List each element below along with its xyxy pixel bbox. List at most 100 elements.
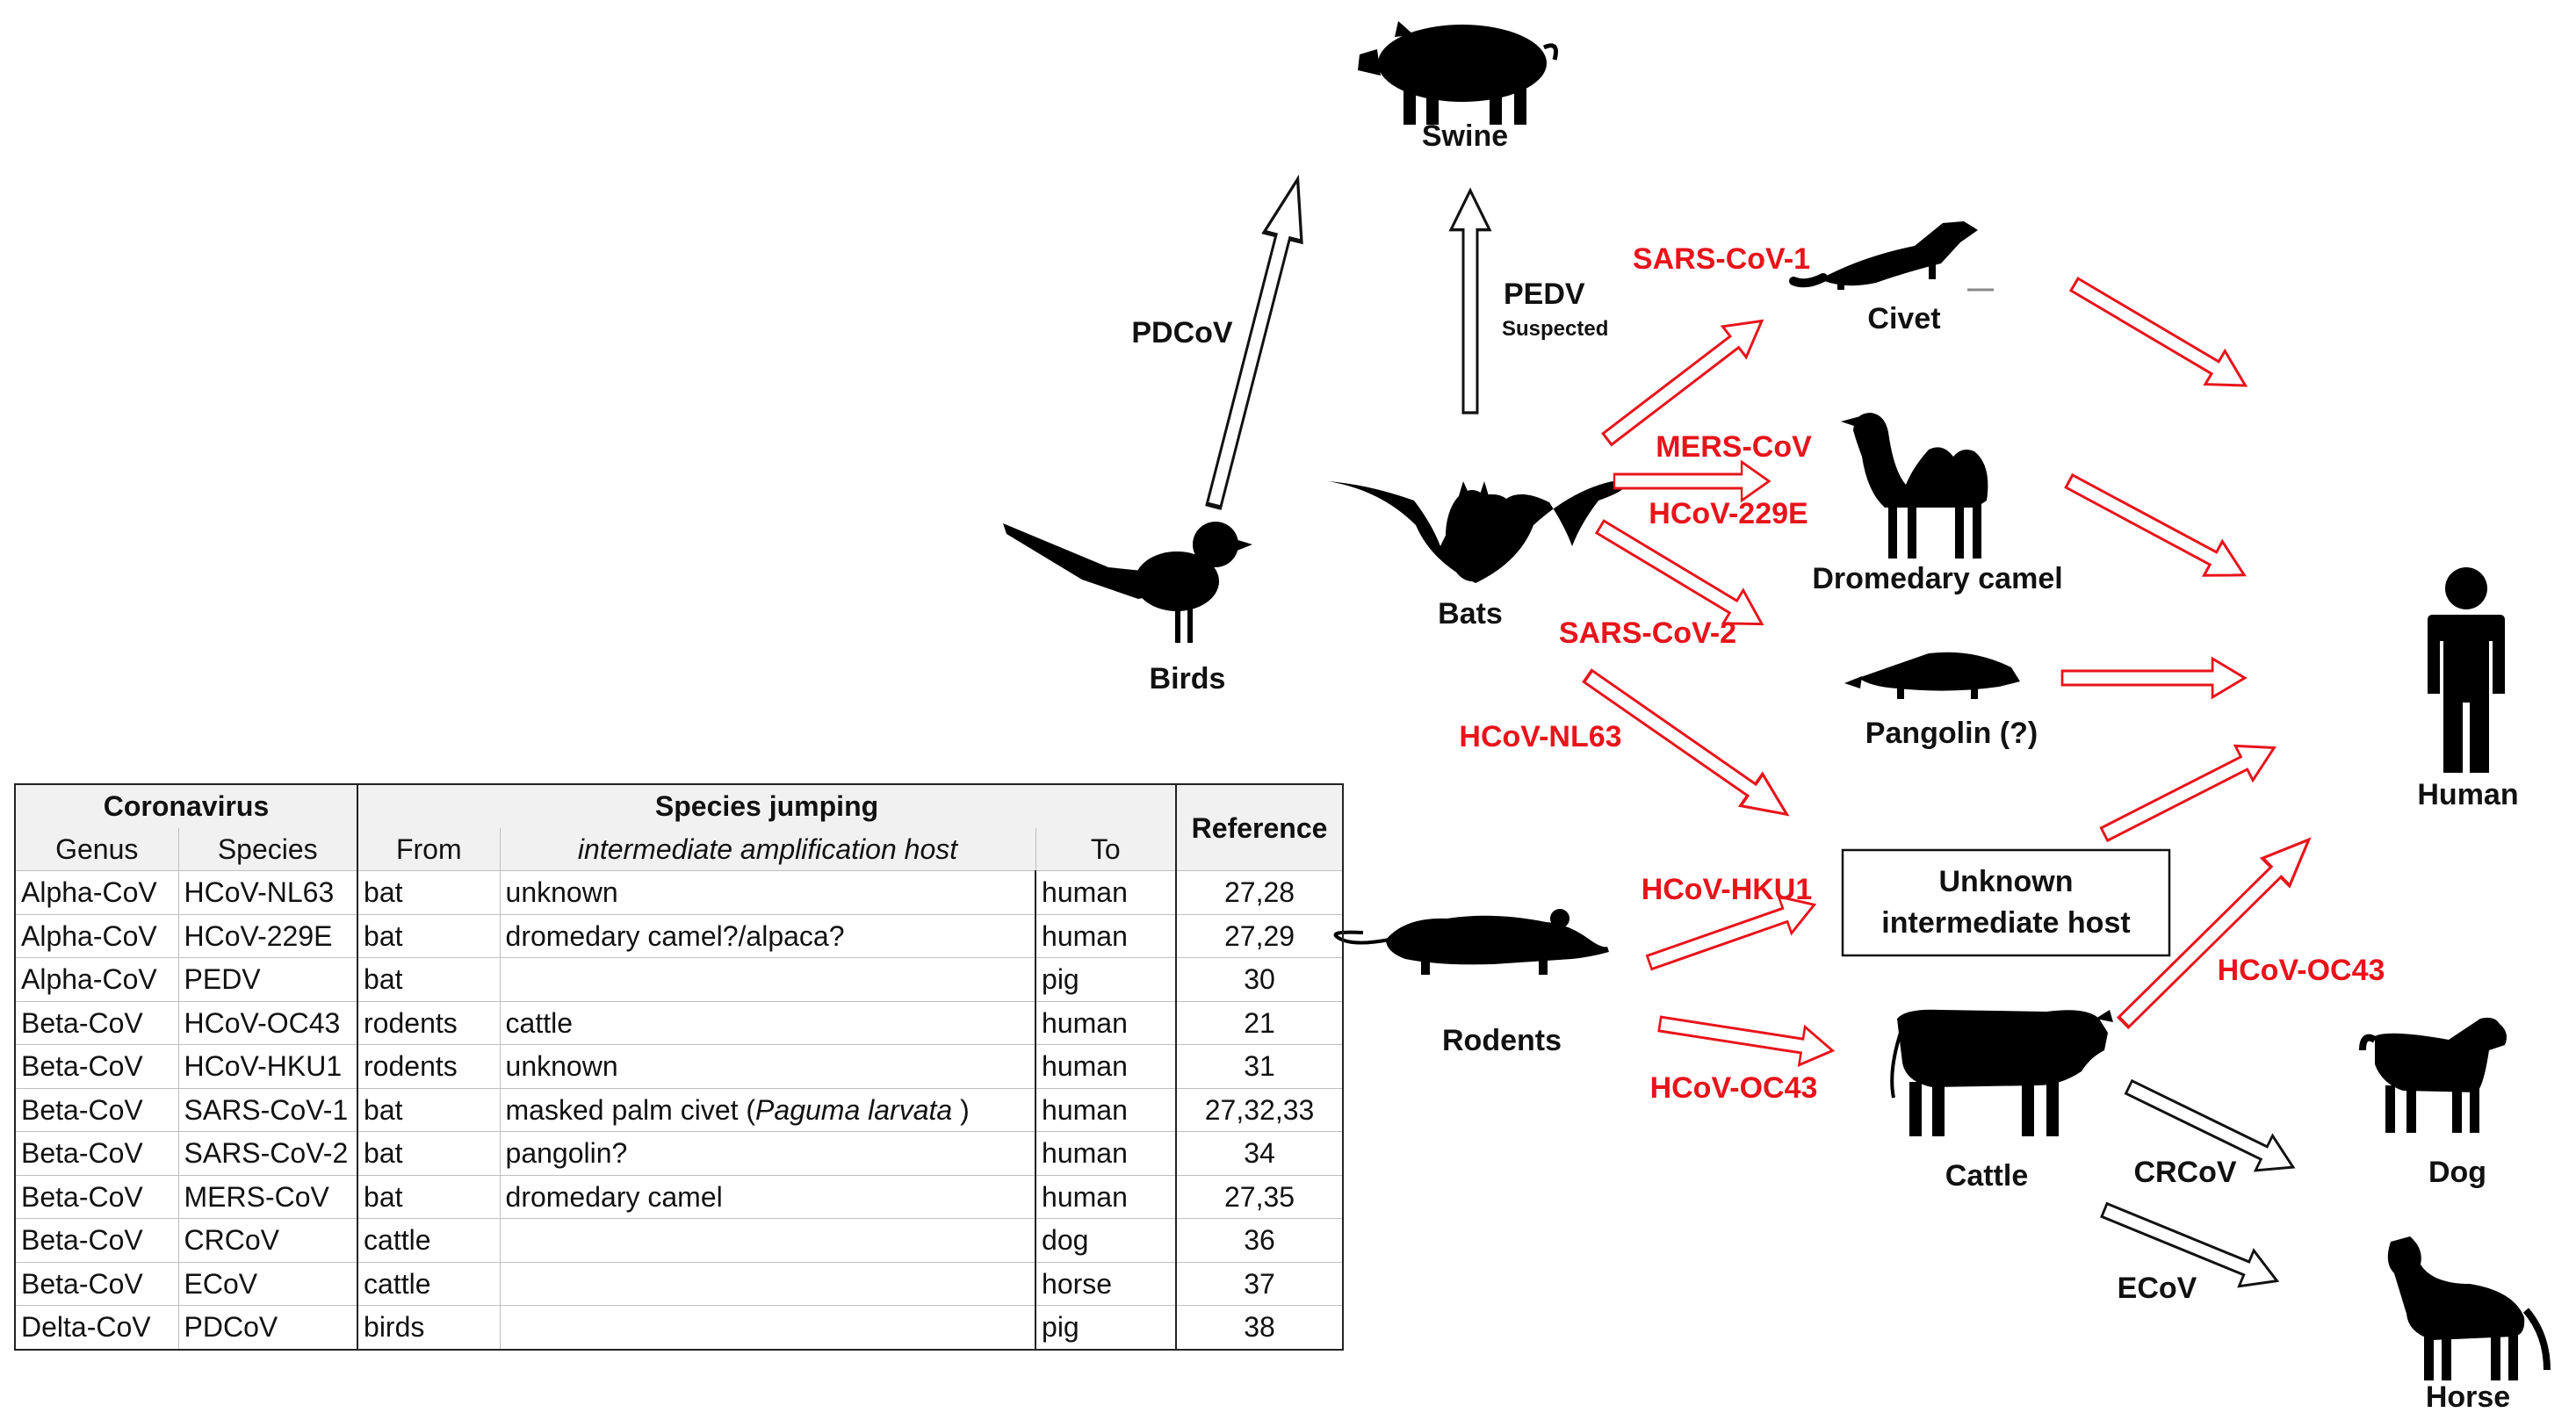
horse-icon bbox=[2387, 1236, 2551, 1380]
cell-to: human bbox=[1035, 1087, 1177, 1132]
cell-reference: 27,28 bbox=[1175, 870, 1344, 914]
cell-from: bat bbox=[357, 957, 501, 1001]
header-from: From bbox=[357, 827, 501, 871]
cell-reference: 21 bbox=[1175, 1000, 1344, 1045]
node-label-birds: Birds bbox=[1150, 662, 1226, 695]
edge-label-sars-cov-1: SARS-CoV-1 bbox=[1633, 242, 1810, 276]
edge-label-crcov: CRCoV bbox=[2133, 1156, 2236, 1189]
cell-species: SARS-CoV-2 bbox=[177, 1131, 358, 1175]
cell-intermediate-host: unknown bbox=[499, 870, 1036, 914]
intermediate-host-text: unknown bbox=[505, 876, 618, 909]
cell-reference: 38 bbox=[1175, 1305, 1344, 1350]
cell-genus: Beta-CoV bbox=[15, 1087, 178, 1132]
edge-label-pedv-suspected: Suspected bbox=[1502, 317, 1608, 341]
cell-reference: 27,29 bbox=[1175, 913, 1344, 958]
cell-to: human bbox=[1035, 870, 1177, 914]
node-label-human: Human bbox=[2417, 778, 2518, 811]
cell-intermediate-host bbox=[499, 1261, 1036, 1306]
cell-intermediate-host bbox=[499, 957, 1036, 1001]
cell-intermediate-host: unknown bbox=[499, 1044, 1036, 1088]
cell-from: birds bbox=[357, 1305, 501, 1350]
cell-genus: Beta-CoV bbox=[15, 1044, 178, 1088]
cell-to: pig bbox=[1035, 1305, 1177, 1350]
intermediate-host-text: unknown bbox=[505, 1050, 618, 1083]
cell-intermediate-host: pangolin? bbox=[499, 1131, 1036, 1175]
cell-from: rodents bbox=[357, 1044, 501, 1088]
edge-label-pdcov: PDCoV bbox=[1131, 316, 1233, 350]
arrow-bats-to-swine bbox=[1449, 189, 1491, 414]
cell-genus: Alpha-CoV bbox=[15, 870, 178, 914]
node-label-civet: Civet bbox=[1867, 302, 1940, 335]
edge-label-hcov-hku1: HCoV-HKU1 bbox=[1642, 873, 1813, 906]
arrow-civet-to-human bbox=[2063, 266, 2257, 404]
header-species: Species bbox=[177, 827, 358, 871]
node-label-camel: Dromedary camel bbox=[1812, 562, 2062, 595]
species-jumping-table: Coronavirus Species jumping Reference Ge… bbox=[13, 783, 1345, 1351]
dog-icon bbox=[2359, 1017, 2507, 1133]
table-group-header-row: Coronavirus Species jumping Reference bbox=[13, 784, 1344, 871]
cell-reference: 27,35 bbox=[1175, 1174, 1344, 1219]
header-reference: Reference bbox=[1175, 784, 1344, 871]
cell-species: SARS-CoV-1 bbox=[177, 1087, 358, 1132]
header-coronavirus: Coronavirus bbox=[13, 784, 358, 828]
cell-intermediate-host: masked palm civet (Paguma larvata ) bbox=[499, 1087, 1036, 1132]
civet-icon bbox=[1789, 221, 1994, 292]
cell-reference: 31 bbox=[1175, 1044, 1344, 1088]
cell-to: dog bbox=[1035, 1218, 1177, 1262]
unknown-host-box: Unknown intermediate host bbox=[1841, 848, 2171, 957]
cell-from: bat bbox=[357, 1087, 501, 1132]
cell-to: human bbox=[1035, 1044, 1177, 1088]
cell-species: PEDV bbox=[177, 957, 358, 1001]
cell-reference: 37 bbox=[1175, 1261, 1344, 1306]
arrow-pangolin-to-human bbox=[2060, 657, 2247, 699]
cell-to: human bbox=[1035, 1131, 1177, 1175]
cell-to: pig bbox=[1035, 957, 1177, 1001]
cell-intermediate-host: dromedary camel?/alpaca? bbox=[499, 913, 1036, 958]
arrow-unknown-host-to-human bbox=[2094, 729, 2284, 854]
cell-species: HCoV-229E bbox=[177, 913, 358, 958]
pangolin-icon bbox=[1844, 652, 2020, 699]
arrow-camel-to-human bbox=[2059, 463, 2255, 594]
header-intermediate-host: intermediate amplification host bbox=[499, 827, 1036, 871]
cell-reference: 27,32,33 bbox=[1175, 1087, 1344, 1132]
edge-label-ecov: ECoV bbox=[2118, 1272, 2197, 1305]
cell-species: MERS-CoV bbox=[177, 1174, 358, 1219]
cell-reference: 30 bbox=[1175, 957, 1344, 1001]
cell-intermediate-host bbox=[499, 1305, 1036, 1350]
edge-label-hcov-229e: HCoV-229E bbox=[1649, 497, 1808, 530]
node-label-bats: Bats bbox=[1438, 597, 1503, 631]
arrow-rodents-to-cattle bbox=[1656, 1003, 1837, 1071]
cell-to: human bbox=[1035, 1174, 1177, 1219]
intermediate-host-suffix: ) bbox=[952, 1093, 970, 1126]
cell-intermediate-host bbox=[499, 1218, 1036, 1262]
cell-genus: Beta-CoV bbox=[15, 1218, 178, 1262]
cell-from: cattle bbox=[357, 1218, 501, 1262]
camel-icon bbox=[1841, 413, 1988, 559]
node-label-rodents: Rodents bbox=[1442, 1024, 1562, 1057]
cell-genus: Beta-CoV bbox=[15, 1261, 178, 1306]
cell-species: HCoV-HKU1 bbox=[177, 1044, 358, 1088]
human-icon bbox=[2428, 567, 2505, 773]
cell-genus: Alpha-CoV bbox=[15, 957, 178, 1001]
edge-label-pedv: PEDV bbox=[1504, 277, 1585, 311]
unknown-host-line2: intermediate host bbox=[1881, 906, 2130, 940]
cell-genus: Beta-CoV bbox=[15, 1000, 178, 1045]
cell-genus: Delta-CoV bbox=[15, 1305, 178, 1350]
header-genus: Genus bbox=[15, 827, 178, 871]
cell-species: CRCoV bbox=[177, 1218, 358, 1262]
cell-to: human bbox=[1035, 913, 1177, 958]
rat-icon bbox=[1333, 909, 1609, 975]
cell-species: ECoV bbox=[177, 1261, 358, 1306]
node-label-cattle: Cattle bbox=[1945, 1159, 2028, 1193]
node-label-dog: Dog bbox=[2428, 1156, 2486, 1189]
node-label-pangolin: Pangolin (?) bbox=[1865, 717, 2038, 750]
